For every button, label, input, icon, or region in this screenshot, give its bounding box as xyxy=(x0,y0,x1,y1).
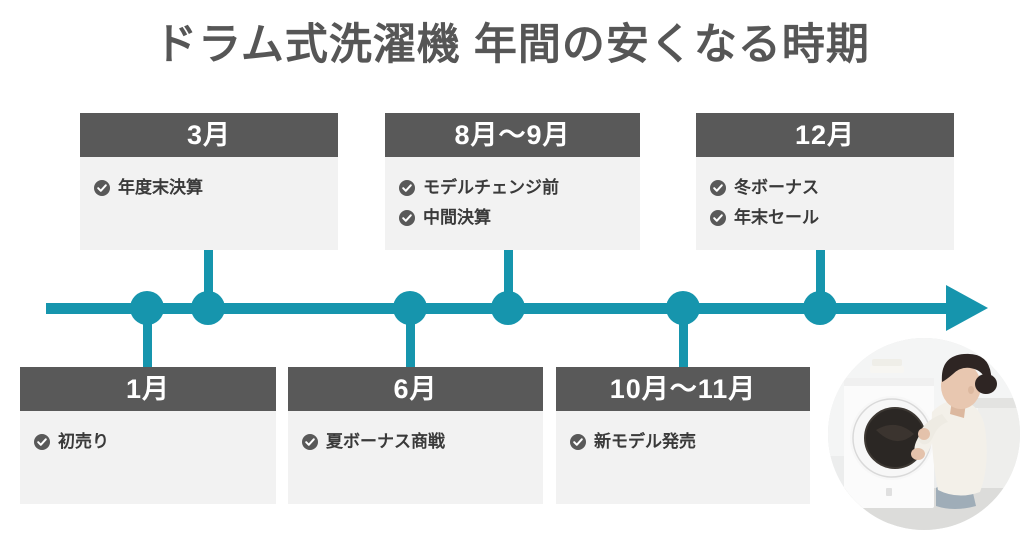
list-item-label: 年度末決算 xyxy=(118,178,203,197)
woman-using-drum-washing-machine-photo xyxy=(828,338,1020,530)
check-circle-icon xyxy=(710,180,726,196)
list-item-label: 中間決算 xyxy=(423,208,491,227)
check-circle-icon xyxy=(302,434,318,450)
card-3月: 3月 年度末決算 xyxy=(80,113,338,250)
page-title: ドラム式洗濯機 年間の安くなる時期 xyxy=(154,21,870,69)
list-item: 中間決算 xyxy=(399,203,640,233)
check-circle-icon xyxy=(34,434,50,450)
list-item: 年末セール xyxy=(710,203,954,233)
list-item: 年度末決算 xyxy=(94,173,338,203)
timeline-stem xyxy=(816,248,825,300)
list-item-label: 夏ボーナス商戦 xyxy=(326,432,445,451)
list-item: 冬ボーナス xyxy=(710,173,954,203)
card-header-6月: 6月 xyxy=(288,367,543,411)
marker-10月〜11月 xyxy=(666,291,700,325)
list-item-label: 初売り xyxy=(58,432,109,451)
timeline-stem xyxy=(204,248,213,300)
list-item-label: 新モデル発売 xyxy=(594,432,696,451)
card-body-6月: 夏ボーナス商戦 xyxy=(288,411,543,467)
check-circle-icon xyxy=(710,210,726,226)
card-body-1月: 初売り xyxy=(20,411,276,467)
check-circle-icon xyxy=(570,434,586,450)
card-8月〜9月: 8月〜9月 モデルチェンジ前 中間決算 xyxy=(385,113,640,250)
card-6月: 6月 夏ボーナス商戦 xyxy=(288,367,543,504)
marker-8月〜9月 xyxy=(491,291,525,325)
card-header-3月: 3月 xyxy=(80,113,338,157)
list-item-label: モデルチェンジ前 xyxy=(423,178,559,197)
card-10月〜11月: 10月〜11月 新モデル発売 xyxy=(556,367,810,504)
card-header-10月〜11月: 10月〜11月 xyxy=(556,367,810,411)
timeline-stem xyxy=(504,248,513,300)
marker-12月 xyxy=(803,291,837,325)
card-1月: 1月 初売り xyxy=(20,367,276,504)
marker-3月 xyxy=(191,291,225,325)
marker-6月 xyxy=(393,291,427,325)
check-circle-icon xyxy=(399,180,415,196)
list-item-label: 冬ボーナス xyxy=(734,178,819,197)
timeline-stem xyxy=(679,308,688,368)
card-12月: 12月 冬ボーナス 年末セール xyxy=(696,113,954,250)
card-header-12月: 12月 xyxy=(696,113,954,157)
timeline-stem xyxy=(406,308,415,368)
list-item-label: 年末セール xyxy=(734,208,819,227)
check-circle-icon xyxy=(399,210,415,226)
list-item: モデルチェンジ前 xyxy=(399,173,640,203)
photo-illustration xyxy=(828,338,1020,530)
card-header-8月〜9月: 8月〜9月 xyxy=(385,113,640,157)
check-circle-icon xyxy=(94,180,110,196)
list-item: 夏ボーナス商戦 xyxy=(302,427,543,457)
card-body-10月〜11月: 新モデル発売 xyxy=(556,411,810,467)
marker-1月 xyxy=(130,291,164,325)
list-item: 初売り xyxy=(34,427,276,457)
card-body-3月: 年度末決算 xyxy=(80,157,338,213)
card-body-12月: 冬ボーナス 年末セール xyxy=(696,157,954,243)
card-body-8月〜9月: モデルチェンジ前 中間決算 xyxy=(385,157,640,243)
card-header-1月: 1月 xyxy=(20,367,276,411)
timeline-stem xyxy=(143,308,152,368)
list-item: 新モデル発売 xyxy=(570,427,810,457)
timeline-arrow-icon xyxy=(946,285,988,331)
